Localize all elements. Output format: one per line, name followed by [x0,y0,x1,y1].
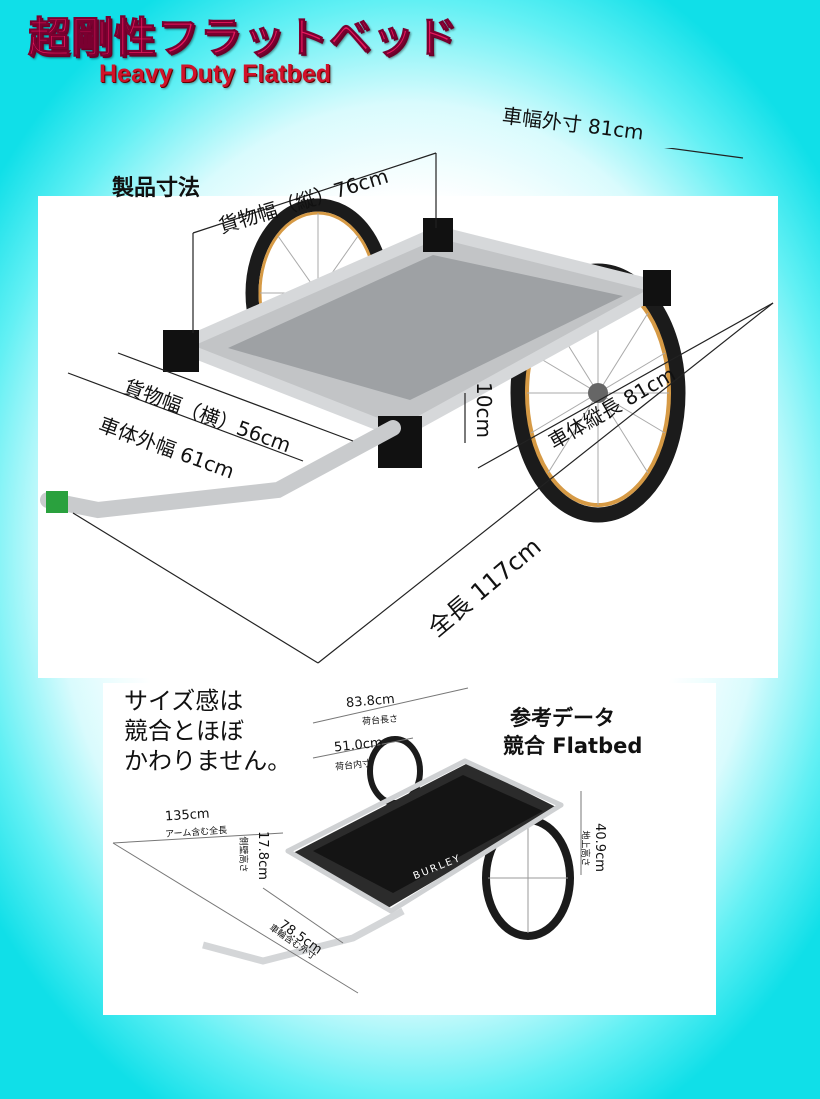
tow-arm-icon [40,420,401,519]
reference-data-heading: 参考データ [510,706,615,730]
flatbed-trailer-image [38,148,778,678]
height-label: 10cm [471,382,496,438]
ground-height-caption: 地上高さ [579,830,590,867]
vehicle-width-label: 車幅外寸 81cm [500,103,646,145]
competitor-heading: 競合 Flatbed [503,734,643,758]
product-dimensions-heading: 製品寸法 [112,176,201,201]
overall-length-value: 135cm [164,806,211,825]
side-height-value: 17.8cm [254,831,270,880]
page-title: 超剛性フラットベッド [27,13,459,63]
page-subtitle: Heavy Duty Flatbed [99,60,332,88]
ground-height-value: 40.9cm [591,823,607,872]
competitor-tow-arm-icon [202,907,405,965]
size-comparison-note: サイズ感は 競合とほぼ かわりません。 [124,687,292,775]
competitor-trailer-image [103,683,716,1015]
side-height-caption: 側壁高さ [237,836,248,873]
